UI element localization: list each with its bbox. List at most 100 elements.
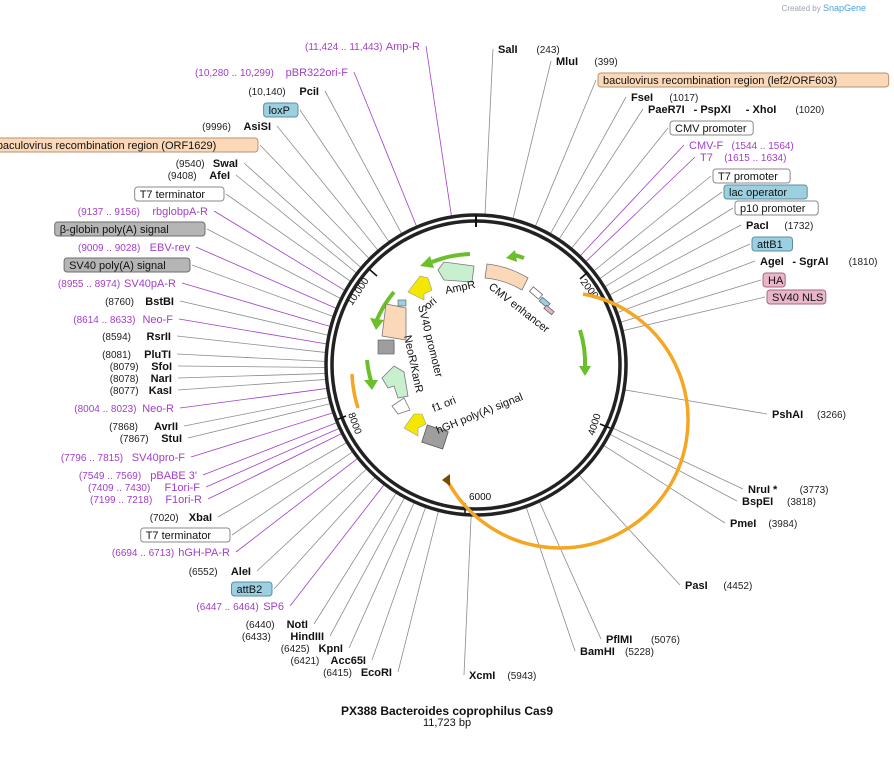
left-leader-3	[299, 109, 391, 244]
right-feature-box-2	[597, 72, 890, 88]
left-label-name-37: Acc65I	[331, 655, 366, 667]
ampr-feature	[437, 261, 475, 283]
left-leader-27	[207, 432, 344, 500]
right-feature-box-label-8: T7 promoter	[718, 171, 778, 183]
left-feature-box-32	[231, 581, 273, 597]
sv40-promoter-feature	[391, 397, 411, 415]
right-label-name-11: PacI	[746, 220, 769, 232]
left-label-name-34: NotI	[287, 619, 308, 631]
left-label-pos-9: (9137 .. 9156)	[78, 207, 140, 218]
left-label-name-26: F1ori-F	[165, 482, 201, 494]
left-label-pos-25: (7549 .. 7569)	[79, 471, 141, 482]
tick-4000	[599, 423, 611, 429]
left-label-pos-17: (8081)	[102, 350, 131, 361]
left-label-name-38: EcoRI	[361, 667, 392, 679]
right-leader-18	[608, 433, 738, 502]
right-label-pos-4: (1020)	[795, 105, 824, 116]
right-feature-box-14	[762, 272, 786, 288]
left-leader-37	[371, 505, 427, 661]
right-label-part-4-2: - XhoI	[746, 104, 777, 116]
left-label-name-23: StuI	[161, 433, 182, 445]
left-feature-box-label-3: loxP	[269, 105, 290, 117]
right-label-name-18: BspEI	[742, 496, 773, 508]
left-leader-31	[256, 467, 369, 572]
left-leader-36	[348, 500, 416, 649]
left-leader-10	[206, 228, 343, 300]
right-feature-box-label-10: p10 promoter	[740, 203, 806, 215]
ori-yellow-arrow	[407, 275, 433, 301]
left-label-pos-30: (6694 .. 6713)	[112, 548, 174, 559]
left-label-name-36: KpnI	[319, 643, 343, 655]
left-label-name-27: F1ori-R	[165, 494, 202, 506]
right-label-name-21: PflMI	[606, 634, 632, 646]
left-leader-26	[205, 427, 341, 488]
left-label-pos-7: (9408)	[168, 171, 197, 182]
right-feature-box-label-12: attB1	[757, 239, 783, 251]
left-leader-16	[176, 335, 328, 354]
right-feature-box-label-15: SV40 NLS	[772, 292, 823, 304]
left-leader-22	[183, 396, 331, 427]
left-feature-box-label-32: attB2	[237, 584, 263, 596]
backbone-inner-ring	[330, 219, 622, 511]
left-feature-box-label-5: baculovirus recombination region (ORF162…	[0, 140, 216, 152]
right-feature-box-label-2: baculovirus recombination region (lef2/O…	[603, 75, 837, 87]
left-feature-box-label-12: SV40 poly(A) signal	[69, 260, 166, 272]
left-label-name-28: XbaI	[189, 512, 212, 524]
left-leader-8	[225, 193, 353, 283]
cas9-arrowhead	[442, 474, 450, 486]
left-label-pos-0: (11,424 .. 11,443)	[305, 42, 382, 53]
right-label-pos-19: (3984)	[768, 519, 797, 530]
labels-left: Amp-R(11,424 .. 11,443)pBR322ori-F(10,28…	[0, 41, 420, 679]
green-arrows	[364, 250, 591, 390]
backbone-outer-ring	[324, 213, 628, 517]
right-feature-box-8	[712, 168, 791, 184]
left-leader-12	[191, 264, 336, 318]
right-label-name-19: PmeI	[730, 518, 756, 530]
right-label-pos-7: (1615 .. 1634)	[724, 153, 786, 164]
right-label-name-17: NruI *	[748, 484, 778, 496]
left-feature-box-8	[134, 186, 225, 202]
left-feature-box-label-10: β-globin poly(A) signal	[60, 224, 169, 236]
right-label-name-22: BamHI	[580, 646, 615, 658]
neor-kanr-feature	[381, 365, 409, 399]
left-leader-6	[243, 162, 363, 270]
left-leader-38	[397, 509, 440, 673]
cmv-promoter-small-features	[528, 286, 555, 316]
right-leader-5	[570, 127, 669, 250]
right-leader-1	[512, 60, 552, 221]
left-leader-14	[179, 300, 331, 336]
right-label-pos-3: (1017)	[669, 93, 698, 104]
left-leader-19	[177, 373, 328, 379]
left-leader-29	[231, 450, 355, 536]
snapgene-credit: Created by SnapGene	[782, 3, 866, 13]
left-label-pos-4: (9996)	[202, 122, 231, 133]
right-label-name-6: CMV-F	[689, 140, 724, 152]
left-leader-24	[190, 411, 335, 458]
left-label-name-24: SV40pro-F	[132, 452, 185, 464]
plasmid-title: PX388 Bacteroides coprophilus Cas9	[340, 704, 554, 718]
right-label-part-13-1: - SgrAI	[792, 256, 828, 268]
right-leader-12	[612, 243, 751, 306]
left-label-pos-23: (7867)	[120, 434, 149, 445]
right-leader-9	[597, 191, 723, 281]
left-feature-box-3	[263, 102, 299, 118]
left-label-name-30: hGH-PA-R	[178, 547, 230, 559]
left-leader-21	[179, 387, 329, 409]
right-feature-box-10	[734, 200, 819, 216]
left-label-pos-34: (6440)	[246, 620, 275, 631]
right-leader-11	[607, 224, 742, 297]
credit-prefix: Created by	[781, 4, 821, 13]
right-label-name-7: T7	[700, 152, 713, 164]
left-leader-15	[178, 318, 329, 345]
right-leader-0	[484, 48, 494, 217]
left-label-pos-11: (9009 .. 9028)	[78, 243, 140, 254]
right-label-pos-20: (4452)	[723, 581, 752, 592]
left-leader-32	[273, 475, 377, 590]
right-feature-box-label-5: CMV promoter	[675, 123, 747, 135]
left-label-pos-13: (8955 .. 8974)	[58, 279, 120, 290]
left-label-pos-37: (6421)	[290, 656, 319, 667]
right-label-name-3: FseI	[631, 92, 653, 104]
left-label-name-1: pBR322ori-F	[286, 67, 349, 79]
left-feature-box-12	[63, 257, 191, 273]
